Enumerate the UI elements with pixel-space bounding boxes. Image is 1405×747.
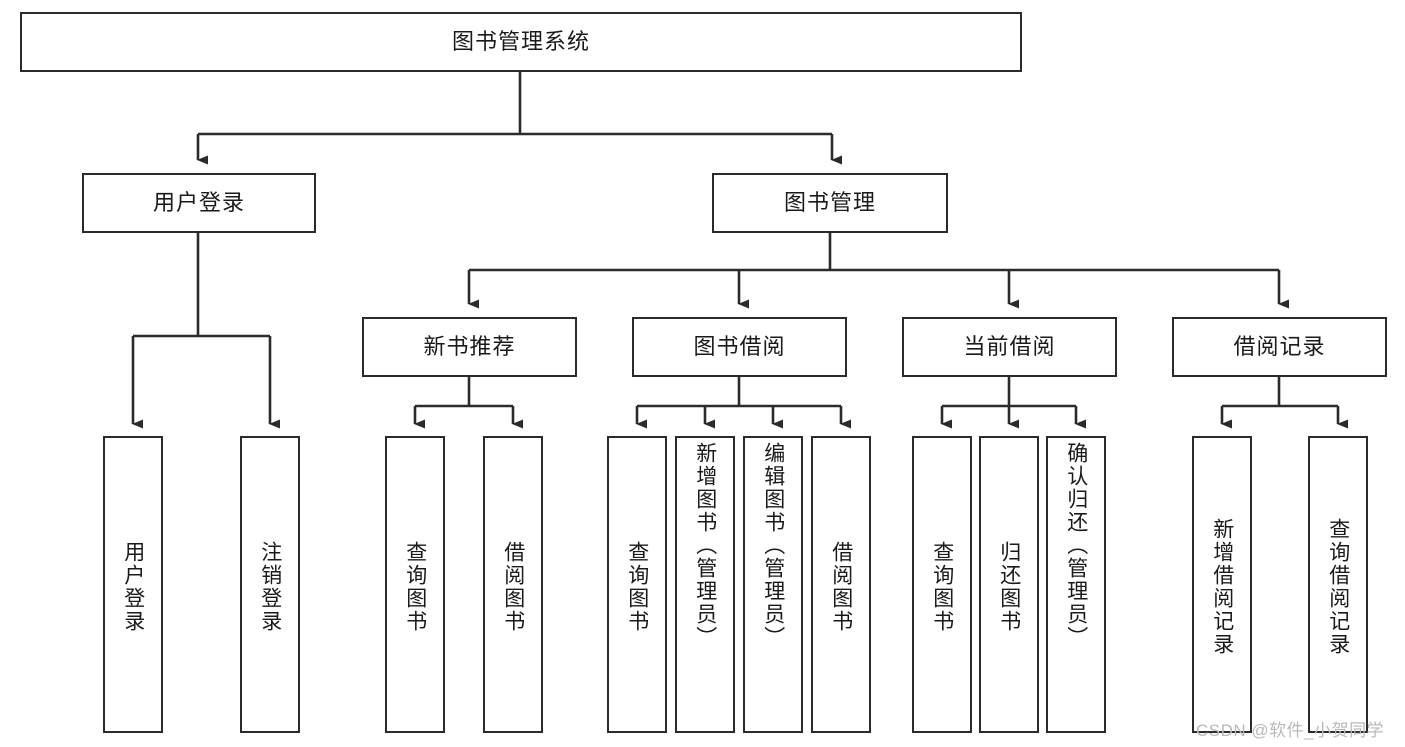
node-book-borrow[interactable]: 图书借阅 xyxy=(632,317,847,377)
leaf-query-book-3[interactable]: 查询图书 xyxy=(912,436,972,733)
leaf-user-login-label: 用户登录 xyxy=(121,540,145,633)
leaf-query-book-1-label: 查询图书 xyxy=(403,540,427,633)
leaf-query-book-2-label: 查询图书 xyxy=(625,540,649,633)
leaf-edit-book-label: 编辑图书（管理员） xyxy=(761,442,785,649)
leaf-query-book-3-label: 查询图书 xyxy=(930,540,954,633)
leaf-query-record-label: 查询借阅记录 xyxy=(1326,517,1350,656)
csdn-watermark: CSDN @软件_小贺同学 xyxy=(1196,721,1385,740)
leaf-query-record[interactable]: 查询借阅记录 xyxy=(1308,436,1368,733)
node-new-book-recommend[interactable]: 新书推荐 xyxy=(362,317,577,377)
leaf-query-book-2[interactable]: 查询图书 xyxy=(607,436,667,733)
leaf-query-book-1[interactable]: 查询图书 xyxy=(385,436,445,733)
leaf-borrow-book-1-label: 借阅图书 xyxy=(501,540,525,633)
leaf-add-book-label: 新增图书（管理员） xyxy=(693,442,717,649)
leaf-user-login[interactable]: 用户登录 xyxy=(103,436,163,733)
node-user-login[interactable]: 用户登录 xyxy=(82,173,316,233)
node-borrow-record-label: 借阅记录 xyxy=(1233,334,1326,360)
node-root-label: 图书管理系统 xyxy=(451,29,590,55)
leaf-borrow-book-2[interactable]: 借阅图书 xyxy=(811,436,871,733)
node-book-borrow-label: 图书借阅 xyxy=(693,334,786,360)
leaf-edit-book[interactable]: 编辑图书（管理员） xyxy=(743,436,803,733)
node-current-borrow[interactable]: 当前借阅 xyxy=(902,317,1117,377)
node-borrow-record[interactable]: 借阅记录 xyxy=(1172,317,1387,377)
leaf-return-book[interactable]: 归还图书 xyxy=(979,436,1039,733)
leaf-borrow-book-1[interactable]: 借阅图书 xyxy=(483,436,543,733)
node-root[interactable]: 图书管理系统 xyxy=(20,12,1022,72)
leaf-confirm-return[interactable]: 确认归还（管理员） xyxy=(1046,436,1106,733)
node-current-borrow-label: 当前借阅 xyxy=(963,334,1056,360)
node-book-manage[interactable]: 图书管理 xyxy=(712,173,948,233)
node-book-manage-label: 图书管理 xyxy=(783,190,876,216)
leaf-logout[interactable]: 注销登录 xyxy=(240,436,300,733)
leaf-logout-label: 注销登录 xyxy=(258,540,282,633)
leaf-add-record[interactable]: 新增借阅记录 xyxy=(1192,436,1252,733)
leaf-borrow-book-2-label: 借阅图书 xyxy=(829,540,853,633)
leaf-add-record-label: 新增借阅记录 xyxy=(1210,517,1234,656)
leaf-add-book[interactable]: 新增图书（管理员） xyxy=(675,436,735,733)
leaf-confirm-return-label: 确认归还（管理员） xyxy=(1064,442,1088,649)
leaf-return-book-label: 归还图书 xyxy=(997,540,1021,633)
node-user-login-label: 用户登录 xyxy=(152,190,245,216)
node-new-book-recommend-label: 新书推荐 xyxy=(423,334,516,360)
